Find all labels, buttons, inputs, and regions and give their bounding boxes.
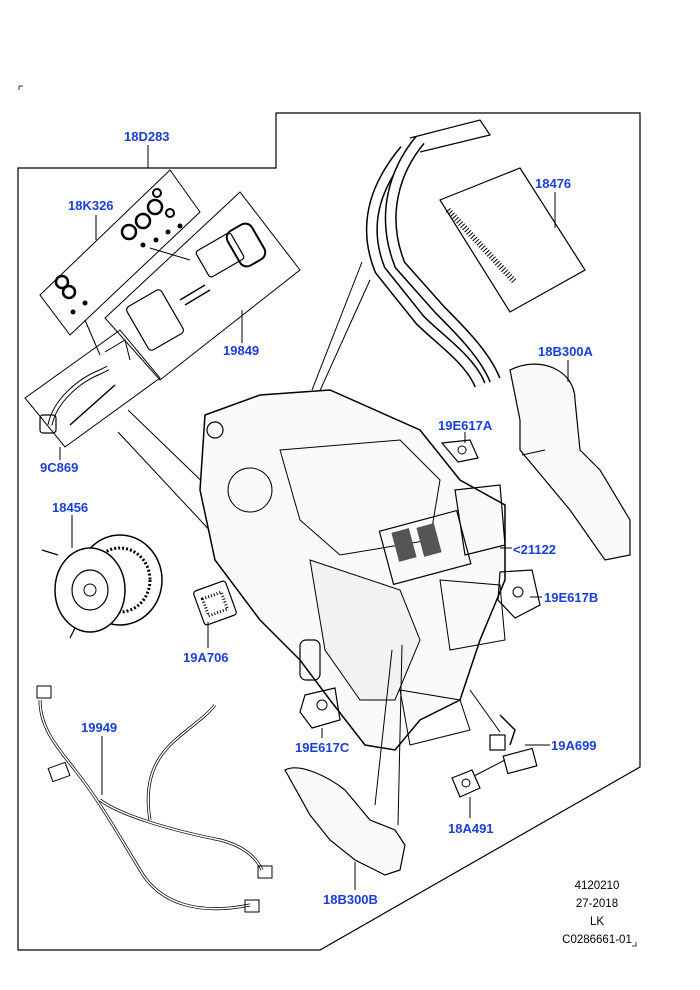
leader-housing-a: [311, 261, 363, 391]
info-line-2: 27-2018: [575, 898, 619, 910]
blower-resistor: [193, 580, 237, 626]
pipe-box: [24, 329, 161, 448]
sensor-19A699: [489, 714, 538, 775]
info-line-4: C0286661-01: [562, 934, 632, 946]
oring-kit-box: [39, 169, 201, 336]
leader-9C869-kit: [84, 319, 101, 356]
callout-19A699: 19A699: [551, 738, 597, 753]
callout-19949: 19949: [81, 720, 118, 735]
callout-18A491: 18A491: [448, 821, 494, 836]
callout-19A706: 19A706: [183, 650, 229, 665]
heater-core: [365, 119, 586, 388]
callout-19E617B: 19E617B: [544, 590, 599, 605]
callout-18K326: 18K326: [68, 198, 114, 213]
callout-18476: 18476: [535, 176, 572, 191]
callout-19E617C: 19E617C: [295, 740, 350, 755]
blower-motor: [41, 534, 163, 639]
callout-9C869: 9C869: [40, 460, 79, 475]
info-line-1: 4120210: [574, 880, 620, 892]
leader-housing-b: [317, 279, 371, 396]
callout-18B300A: 18B300A: [538, 344, 593, 359]
connector-kit: [149, 247, 191, 261]
leader-18A491-a: [473, 759, 506, 777]
duct-cover-b: [284, 767, 406, 876]
callout-18D283: 18D283: [124, 129, 170, 144]
main-boundary: [17, 112, 641, 951]
actuator-c: [299, 687, 341, 729]
info-line-3: LK: [589, 916, 605, 928]
sensor-18A491: [451, 769, 481, 798]
actuator-a: [440, 439, 479, 463]
callout-21122: <21122: [513, 542, 557, 557]
leader-19A699-a: [469, 689, 501, 733]
corner-mark-bottom-right: [632, 942, 637, 947]
wiring-harness: [36, 685, 273, 913]
leader-18B300B-a: [374, 649, 393, 806]
actuator-b: [497, 569, 541, 619]
valve-kit-box: [104, 191, 301, 381]
callout-19E617A: 19E617A: [438, 418, 493, 433]
hvac-housing: [199, 389, 506, 751]
duct-cover-a: [509, 363, 631, 561]
corner-mark-top-left: [18, 85, 23, 90]
callout-18B300B: 18B300B: [323, 892, 378, 907]
callout-19849: 19849: [223, 343, 260, 358]
leader-18B300B-b: [397, 644, 403, 826]
callout-18456: 18456: [52, 500, 89, 515]
